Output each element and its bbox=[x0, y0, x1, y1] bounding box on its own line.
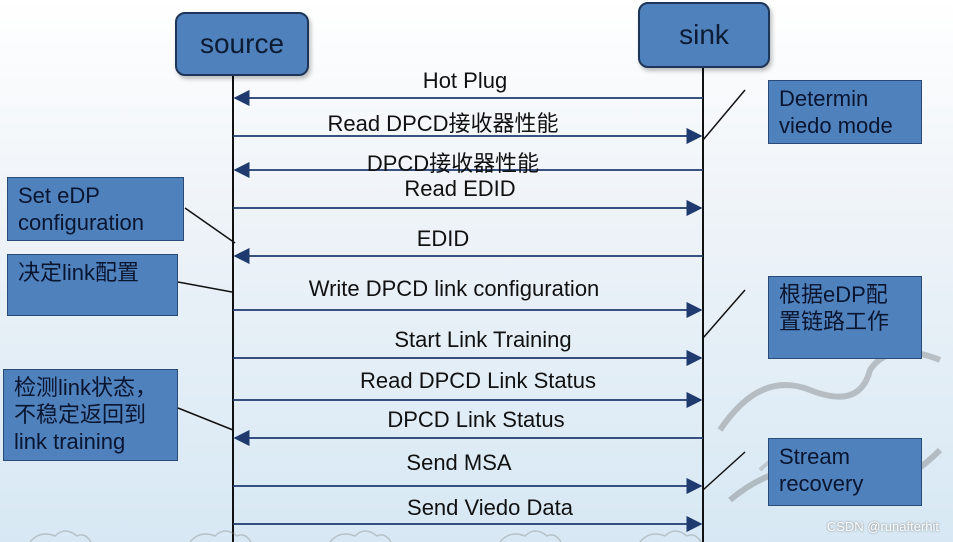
note-set-edp-configuration: Set eDP configuration bbox=[7, 177, 184, 241]
note-line: 检测link状态， bbox=[14, 375, 158, 400]
determine-connector bbox=[702, 89, 746, 141]
note-config-link-by-edp: 根据eDP配 置链路工作 bbox=[768, 276, 922, 359]
note-line: viedo mode bbox=[779, 113, 893, 138]
message-label: Send Viedo Data bbox=[407, 495, 573, 520]
message-label: DPCD接收器性能 bbox=[366, 151, 540, 176]
note-line: Determin bbox=[779, 86, 869, 111]
note-stream-recovery: Stream recovery bbox=[768, 438, 922, 506]
note-check-link-status: 检测link状态， 不稳定返回到 link training bbox=[3, 369, 178, 461]
message-label: Hot Plug bbox=[422, 68, 508, 93]
watermark: CSDN @runafterhit bbox=[826, 519, 939, 534]
message-label: Read DPCD接收器性能 bbox=[327, 111, 559, 136]
decide-link-connector bbox=[177, 281, 233, 293]
sink-lifeline-box: sink bbox=[638, 2, 770, 68]
note-line: Set eDP bbox=[18, 183, 100, 208]
note-line: 置链路工作 bbox=[779, 309, 890, 334]
source-lifeline-box: source bbox=[175, 12, 309, 76]
sink-label: sink bbox=[679, 19, 729, 50]
note-line: configuration bbox=[18, 210, 144, 235]
check-link-connector bbox=[177, 407, 234, 431]
message-label: EDID bbox=[416, 226, 470, 251]
message-label: Write DPCD link configuration bbox=[308, 276, 600, 301]
message-label: DPCD Link Status bbox=[387, 407, 565, 432]
message-label: Read DPCD Link Status bbox=[360, 368, 596, 393]
note-line: 不稳定返回到 bbox=[14, 402, 147, 427]
cloud-decoration bbox=[29, 530, 702, 542]
note-line: 根据eDP配 bbox=[779, 282, 888, 307]
message-label: Start Link Training bbox=[394, 327, 572, 352]
note-line: Stream bbox=[779, 444, 850, 469]
note-line: link training bbox=[14, 429, 126, 454]
note-decide-link-config: 决定link配置 bbox=[7, 254, 178, 316]
note-determine-video-mode: Determin viedo mode bbox=[768, 80, 922, 144]
message-label: Send MSA bbox=[406, 450, 512, 475]
config-link-connector bbox=[702, 289, 746, 339]
stream-connector bbox=[702, 451, 746, 491]
note-line: recovery bbox=[779, 471, 864, 496]
message-label: Read EDID bbox=[404, 176, 516, 201]
set-edp-connector bbox=[184, 207, 236, 244]
source-label: source bbox=[199, 28, 285, 59]
note-line: 决定link配置 bbox=[18, 260, 140, 285]
